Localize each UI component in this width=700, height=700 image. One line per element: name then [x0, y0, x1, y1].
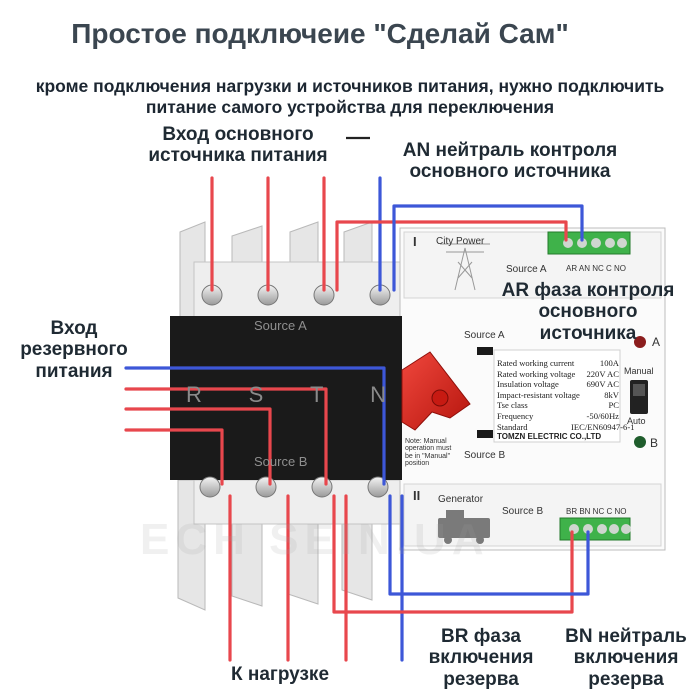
indicator-a-label: A [652, 335, 661, 349]
source-a-panel-label: Source A [464, 330, 505, 341]
phase-t: T [309, 382, 324, 407]
source-a-body-label: Source A [254, 318, 307, 333]
power-pylon-icon [440, 243, 490, 291]
source-b-module-label: Source B [502, 506, 544, 517]
manual-note: Note: Manual operation must be in "Manua… [405, 438, 452, 468]
wire-an [392, 204, 584, 292]
source-b-panel-label: Source B [464, 450, 506, 461]
wire-bn [388, 494, 590, 596]
phase-s: S [248, 382, 264, 407]
mode-auto-label: Auto [627, 416, 646, 426]
label-ar: AR фаза контроля основного источника [501, 280, 675, 344]
terminal-a-label: AR AN NC C NO [566, 264, 627, 273]
page-title: Простое подключеие "Сделай Сам" [71, 18, 569, 49]
indicator-b-label: B [650, 436, 659, 450]
roman-two: II [413, 488, 421, 503]
subtitle: кроме подключения нагрузки и источников … [35, 76, 665, 117]
rotary-handle [401, 351, 471, 431]
generator-icon [438, 510, 490, 544]
wire-br [332, 494, 574, 614]
mode-manual-label: Manual [624, 366, 654, 376]
wire-backup-n [124, 366, 386, 486]
phase-n: N [370, 382, 386, 407]
label-main-input: Вход основного источника питания [148, 124, 328, 167]
spec-row: Frequency-50/60Hz [497, 410, 619, 421]
generator-label: Generator [438, 494, 484, 505]
phase-r: R [186, 382, 202, 407]
indicator-b-light [634, 436, 646, 448]
wire-backup-l3 [124, 387, 328, 486]
source-a-module-label: Source A [506, 264, 547, 275]
source-b-body-label: Source B [254, 454, 308, 469]
label-bn: BN нейтраль включения резерва [565, 626, 687, 690]
label-backup-input: Вход резервного питания [20, 318, 128, 382]
label-br: BR фаза включения резерва [428, 626, 534, 690]
wires [124, 176, 590, 662]
city-power-label: City Power [436, 236, 485, 247]
roman-one: I [413, 234, 417, 249]
terminal-block-a [547, 231, 631, 255]
label-load: К нагрузке [230, 664, 330, 685]
watermark: ECH SEIN.UA [140, 515, 490, 564]
phase-letters: R S T N [186, 382, 386, 408]
wire-backup-l2 [124, 407, 272, 486]
indicator-a-light [634, 336, 646, 348]
top-screws [201, 284, 391, 306]
label-an: AN нейтраль контроля основного источника [402, 140, 618, 183]
wire-backup-l1 [124, 428, 224, 486]
wire-ar [335, 220, 568, 292]
switch-body [170, 316, 402, 480]
brand-label: TOMZN ELECTRIC CO.,LTD [497, 432, 602, 441]
terminal-b-label: BR BN NC C NO [566, 507, 627, 516]
terminal-block-b [559, 517, 631, 541]
